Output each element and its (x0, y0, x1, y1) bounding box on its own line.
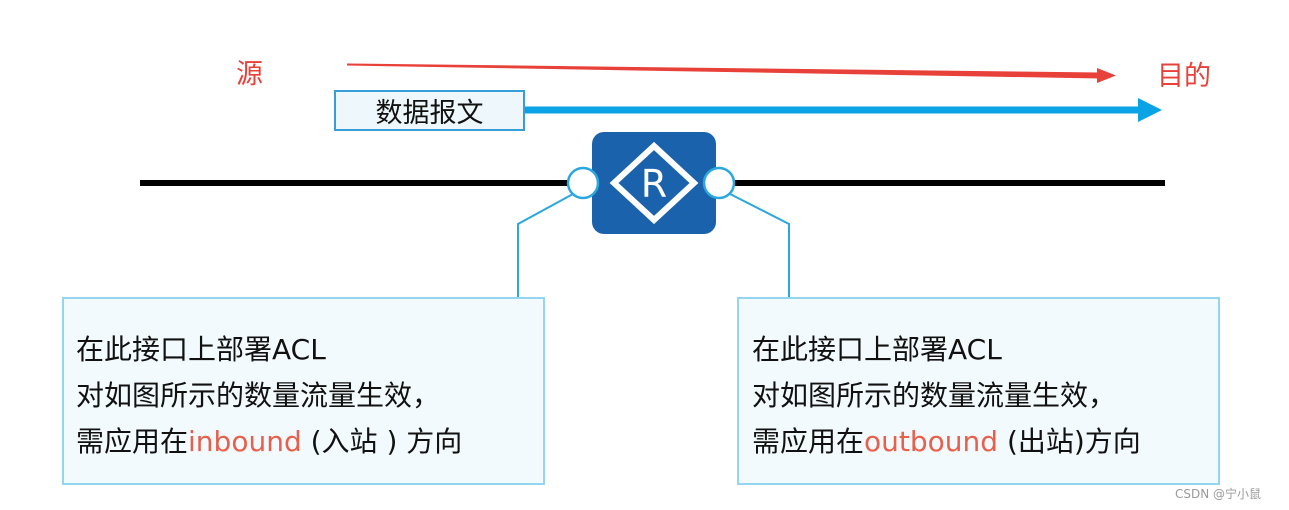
left-port-connector (517, 193, 574, 298)
outbound-callout-suffix: (出站)方向 (998, 425, 1141, 458)
inbound-interface-port-icon (566, 166, 600, 200)
packet-box: 数据报文 (334, 90, 525, 131)
inbound-callout-suffix: (入站 ) 方向 (301, 425, 463, 458)
flow-direction-arrowhead (1097, 68, 1116, 83)
inbound-callout-prefix: 需应用在 (76, 425, 189, 458)
outbound-keyword: outbound (864, 425, 999, 458)
destination-label: 目的 (1157, 61, 1211, 92)
flow-direction-arrow (347, 63, 1116, 83)
inbound-callout-line3: 需应用在inbound (入站 ) 方向 (76, 419, 543, 465)
source-label: 源 (236, 59, 263, 90)
router-diamond (609, 141, 699, 225)
outbound-interface-port-icon (702, 166, 736, 200)
router-icon: R (592, 132, 716, 234)
router-letter: R (641, 162, 667, 206)
outbound-callout-box: 在此接口上部署ACL 对如图所示的数量流量生效， 需应用在outbound (出… (737, 297, 1220, 485)
right-port-connector (729, 193, 790, 298)
outbound-callout-line3: 需应用在outbound (出站)方向 (752, 419, 1218, 465)
flow-direction-arrow-shaft (347, 63, 1100, 79)
outbound-callout-prefix: 需应用在 (752, 425, 865, 458)
outbound-callout-line1: 在此接口上部署ACL (752, 333, 1002, 366)
packet-arrowhead (1138, 98, 1162, 122)
watermark: CSDN @宁小鼠 (1175, 487, 1262, 501)
router-body (592, 132, 716, 234)
outbound-callout-line2: 对如图所示的数量流量生效， (752, 379, 1117, 412)
packet-label: 数据报文 (375, 98, 484, 129)
inbound-callout-line1: 在此接口上部署ACL (76, 333, 326, 366)
inbound-callout-box: 在此接口上部署ACL 对如图所示的数量流量生效， 需应用在inbound (入站… (62, 297, 545, 485)
packet-arrow (524, 98, 1162, 122)
inbound-callout-line2: 对如图所示的数量流量生效， (76, 379, 441, 412)
inbound-keyword: inbound (188, 425, 302, 458)
